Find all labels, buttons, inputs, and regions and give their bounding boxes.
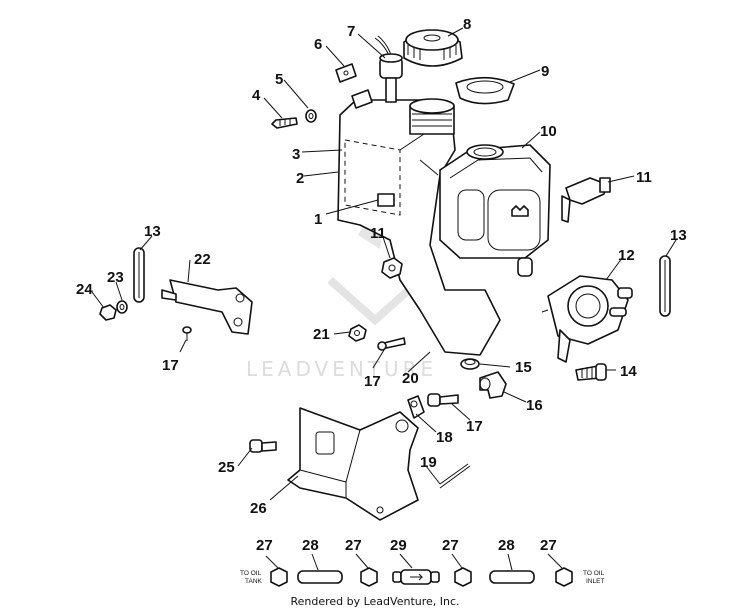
to-oil-inlet-label-1: TO OIL bbox=[583, 570, 605, 577]
hose-28-1 bbox=[297, 570, 343, 584]
reservoir bbox=[439, 144, 551, 277]
callout-18: 18 bbox=[436, 429, 453, 446]
nut-11 bbox=[381, 257, 403, 279]
callout-22: 22 bbox=[194, 251, 211, 268]
cap-gasket bbox=[455, 76, 515, 105]
callout-20: 20 bbox=[402, 370, 419, 387]
callout-numbers: 1 2 3 4 5 6 7 8 9 10 11 11 12 13 13 14 1… bbox=[76, 16, 687, 554]
hose-nut-27-4 bbox=[555, 567, 573, 587]
hose-assembly: TO OIL TANK TO OIL INLET bbox=[240, 567, 605, 587]
nut-24 bbox=[99, 304, 117, 321]
credit-text: Rendered by LeadVenture, Inc. bbox=[290, 595, 460, 608]
callout-28-2: 28 bbox=[498, 537, 515, 554]
callout-27-1: 27 bbox=[256, 537, 273, 554]
hose-nut-27-3 bbox=[454, 567, 472, 587]
clip-13-left bbox=[133, 247, 145, 303]
callout-17-right: 17 bbox=[466, 418, 483, 435]
to-oil-tank-label-2: TANK bbox=[245, 578, 263, 585]
filler-cap bbox=[403, 29, 463, 67]
callout-25: 25 bbox=[218, 459, 235, 476]
clip-bracket bbox=[335, 63, 373, 109]
clip-18 bbox=[407, 395, 425, 419]
callout-8: 8 bbox=[463, 16, 471, 33]
callout-21: 21 bbox=[313, 326, 330, 343]
hose-nut-27-2 bbox=[360, 567, 378, 587]
callout-28-1: 28 bbox=[302, 537, 319, 554]
screw-17-middle bbox=[377, 337, 406, 351]
elbow-16 bbox=[479, 371, 507, 399]
watermark: LEADVENTURE bbox=[246, 215, 437, 381]
mounting-bracket-26 bbox=[287, 407, 419, 521]
callout-29: 29 bbox=[390, 537, 407, 554]
screw-17-left bbox=[182, 326, 192, 341]
callout-10: 10 bbox=[540, 123, 557, 140]
callout-6: 6 bbox=[314, 36, 322, 53]
screw-4 bbox=[271, 117, 298, 129]
callout-12: 12 bbox=[618, 247, 635, 264]
callout-16: 16 bbox=[526, 397, 543, 414]
callout-2: 2 bbox=[296, 170, 304, 187]
watermark-text: LEADVENTURE bbox=[246, 357, 437, 381]
callout-11-right: 11 bbox=[636, 169, 652, 186]
nut-21 bbox=[348, 324, 367, 342]
callout-19: 19 bbox=[420, 454, 437, 471]
to-oil-tank-label-1: TO OIL bbox=[240, 570, 262, 577]
callout-27-2: 27 bbox=[345, 537, 362, 554]
callout-26: 26 bbox=[250, 500, 267, 517]
bracket-22 bbox=[161, 279, 253, 335]
callout-13-right: 13 bbox=[670, 227, 687, 244]
callout-24: 24 bbox=[76, 281, 93, 298]
bolt-25 bbox=[249, 439, 277, 453]
callout-5: 5 bbox=[275, 71, 283, 88]
to-oil-inlet-label-2: INLET bbox=[586, 578, 604, 585]
callout-7: 7 bbox=[347, 23, 355, 40]
screw-17-right bbox=[427, 393, 459, 407]
callout-13-left: 13 bbox=[144, 223, 161, 240]
callout-27-4: 27 bbox=[540, 537, 557, 554]
level-sensor bbox=[374, 35, 403, 103]
washer-23 bbox=[116, 300, 128, 314]
callout-17-middle: 17 bbox=[364, 373, 381, 390]
callout-4: 4 bbox=[252, 87, 261, 104]
hose-nut-27-1 bbox=[270, 567, 288, 587]
leader-lines bbox=[91, 27, 677, 571]
callout-3: 3 bbox=[292, 146, 300, 163]
callout-9: 9 bbox=[541, 63, 549, 80]
hose-28-2 bbox=[489, 570, 535, 584]
oil-pump bbox=[541, 275, 633, 363]
fitting-11-right bbox=[561, 177, 611, 223]
callout-14: 14 bbox=[620, 363, 637, 380]
callout-27-3: 27 bbox=[442, 537, 459, 554]
callout-23: 23 bbox=[107, 269, 124, 286]
screw-14 bbox=[575, 363, 607, 381]
callout-17-left: 17 bbox=[162, 357, 179, 374]
tie-19 bbox=[439, 463, 471, 489]
washer-5 bbox=[305, 109, 317, 123]
callout-15: 15 bbox=[515, 359, 532, 376]
tank-neck bbox=[409, 98, 455, 135]
callout-11-left: 11 bbox=[370, 225, 386, 242]
clip-13-right bbox=[659, 255, 671, 317]
grommet-15 bbox=[460, 358, 480, 370]
filter-29 bbox=[392, 569, 440, 585]
callout-1: 1 bbox=[314, 211, 322, 228]
